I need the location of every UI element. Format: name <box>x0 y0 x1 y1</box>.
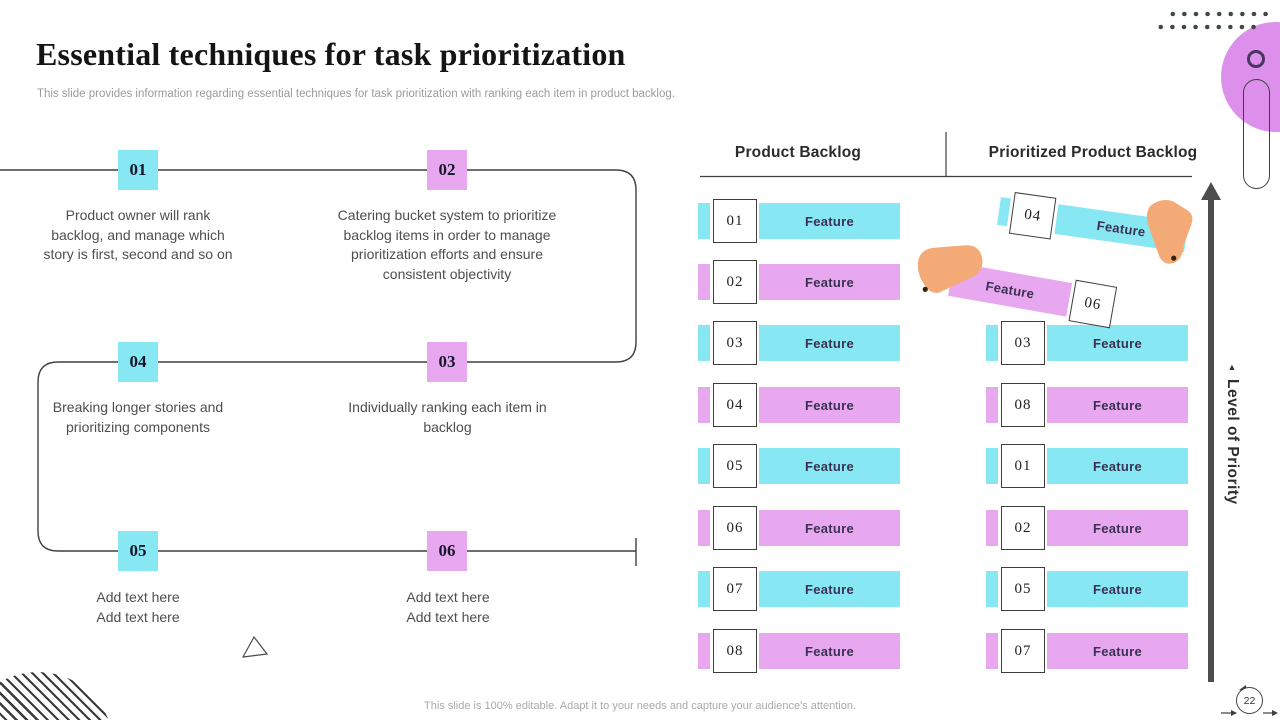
row-number: 07 <box>713 567 757 611</box>
footer-note: This slide is 100% editable. Adapt it to… <box>424 700 856 712</box>
ring-decor-icon <box>1247 50 1265 68</box>
placeholder-line: Add text here <box>406 608 490 625</box>
hand-left-icon <box>917 245 983 294</box>
feature-bar: Feature <box>759 571 900 607</box>
backlog-row: 06 Feature <box>698 506 901 550</box>
row-number: 06 <box>1068 279 1118 329</box>
technique-text-02: Catering bucket system to prioritize bac… <box>337 207 557 282</box>
feature-bar: Feature <box>759 448 900 484</box>
row-number: 08 <box>1001 383 1045 427</box>
prioritized-row: 05 Feature <box>986 567 1189 611</box>
technique-text-04: Breaking longer stories and prioritizing… <box>52 399 224 435</box>
feature-bar: Feature <box>1047 448 1188 484</box>
priority-arrow-head-icon <box>1201 182 1221 200</box>
backlog-row: 01 Feature <box>698 199 901 243</box>
prioritized-row: 02 Feature <box>986 506 1189 550</box>
row-number: 05 <box>1001 567 1045 611</box>
placeholder-line: Add text here <box>96 608 180 625</box>
flow-step-01: 01 <box>118 150 158 190</box>
row-number: 02 <box>713 260 757 304</box>
flow-step-05: 05 <box>118 531 158 571</box>
feature-bar: Feature <box>1047 571 1188 607</box>
backlog-row: 05 Feature <box>698 444 901 488</box>
row-number: 06 <box>713 506 757 550</box>
row-stub <box>698 510 710 546</box>
product-backlog-header: Product Backlog <box>734 144 862 161</box>
priority-arrow-line <box>1208 199 1214 682</box>
row-stub <box>698 203 710 239</box>
prioritized-row: 08 Feature <box>986 383 1189 427</box>
feature-bar: Feature <box>1047 510 1188 546</box>
capsule-outline-decor <box>1243 79 1270 189</box>
row-number: 08 <box>713 629 757 673</box>
row-number: 01 <box>1001 444 1045 488</box>
feature-bar: Feature <box>759 203 900 239</box>
row-stub <box>986 448 998 484</box>
feature-bar: Feature <box>759 325 900 361</box>
feature-bar: Feature <box>1047 325 1188 361</box>
triangle-decor-icon <box>241 635 269 658</box>
hand-right-icon <box>1146 200 1193 264</box>
row-stub <box>986 633 998 669</box>
placeholder-line: Add text here <box>406 589 490 605</box>
row-number: 03 <box>1001 321 1045 365</box>
technique-text-03: Individually ranking each item in backlo… <box>348 399 547 435</box>
backlog-row: 07 Feature <box>698 567 901 611</box>
feature-bar: Feature <box>1047 633 1188 669</box>
feature-bar: Feature <box>759 264 900 300</box>
technique-text-06: Add text here Add text here <box>367 588 529 627</box>
backlog-row: 02 Feature <box>698 260 901 304</box>
flow-step-04: 04 <box>118 342 158 382</box>
dot-grid-decor <box>1167 9 1272 19</box>
prioritized-backlog-header: Prioritized Product Backlog <box>988 144 1198 161</box>
row-stub <box>986 325 998 361</box>
technique-text-01: Product owner will rank backlog, and man… <box>43 207 233 262</box>
flow-step-03: 03 <box>427 342 467 382</box>
row-stub <box>986 387 998 423</box>
row-stub <box>698 264 710 300</box>
flow-step-06: 06 <box>427 531 467 571</box>
technique-text-05: Add text here Add text here <box>57 588 219 627</box>
feature-bar: Feature <box>759 510 900 546</box>
row-stub <box>698 387 710 423</box>
prioritized-row: 01 Feature <box>986 444 1189 488</box>
row-stub <box>986 571 998 607</box>
page-number-badge: 22 <box>1236 687 1263 714</box>
page-subtitle: This slide provides information regardin… <box>37 88 675 100</box>
placeholder-line: Add text here <box>96 589 180 605</box>
row-stub <box>698 448 710 484</box>
backlog-row: 08 Feature <box>698 629 901 673</box>
feature-bar: Feature <box>759 633 900 669</box>
row-number: 03 <box>713 321 757 365</box>
row-number: 05 <box>713 444 757 488</box>
prioritized-row: 07 Feature <box>986 629 1189 673</box>
row-number: 02 <box>1001 506 1045 550</box>
priority-axis-label: ▲ Level of Priority <box>1219 362 1245 505</box>
flow-step-02: 02 <box>427 150 467 190</box>
triangle-up-icon: ▲ <box>1227 362 1237 372</box>
backlog-row: 04 Feature <box>698 383 901 427</box>
priority-axis-text: Level of Priority <box>1224 379 1241 505</box>
row-stub <box>986 510 998 546</box>
backlog-row: 03 Feature <box>698 321 901 365</box>
feature-bar: Feature <box>1047 387 1188 423</box>
feature-bar: Feature <box>759 387 900 423</box>
page-title: Essential techniques for task prioritiza… <box>36 36 626 72</box>
row-stub <box>698 571 710 607</box>
row-stub <box>698 325 710 361</box>
row-number: 01 <box>713 199 757 243</box>
row-number: 04 <box>1008 192 1057 240</box>
dot-grid-decor <box>1155 22 1260 32</box>
prioritized-row: 03 Feature <box>986 321 1189 365</box>
row-number: 04 <box>713 383 757 427</box>
row-stub <box>698 633 710 669</box>
row-number: 07 <box>1001 629 1045 673</box>
